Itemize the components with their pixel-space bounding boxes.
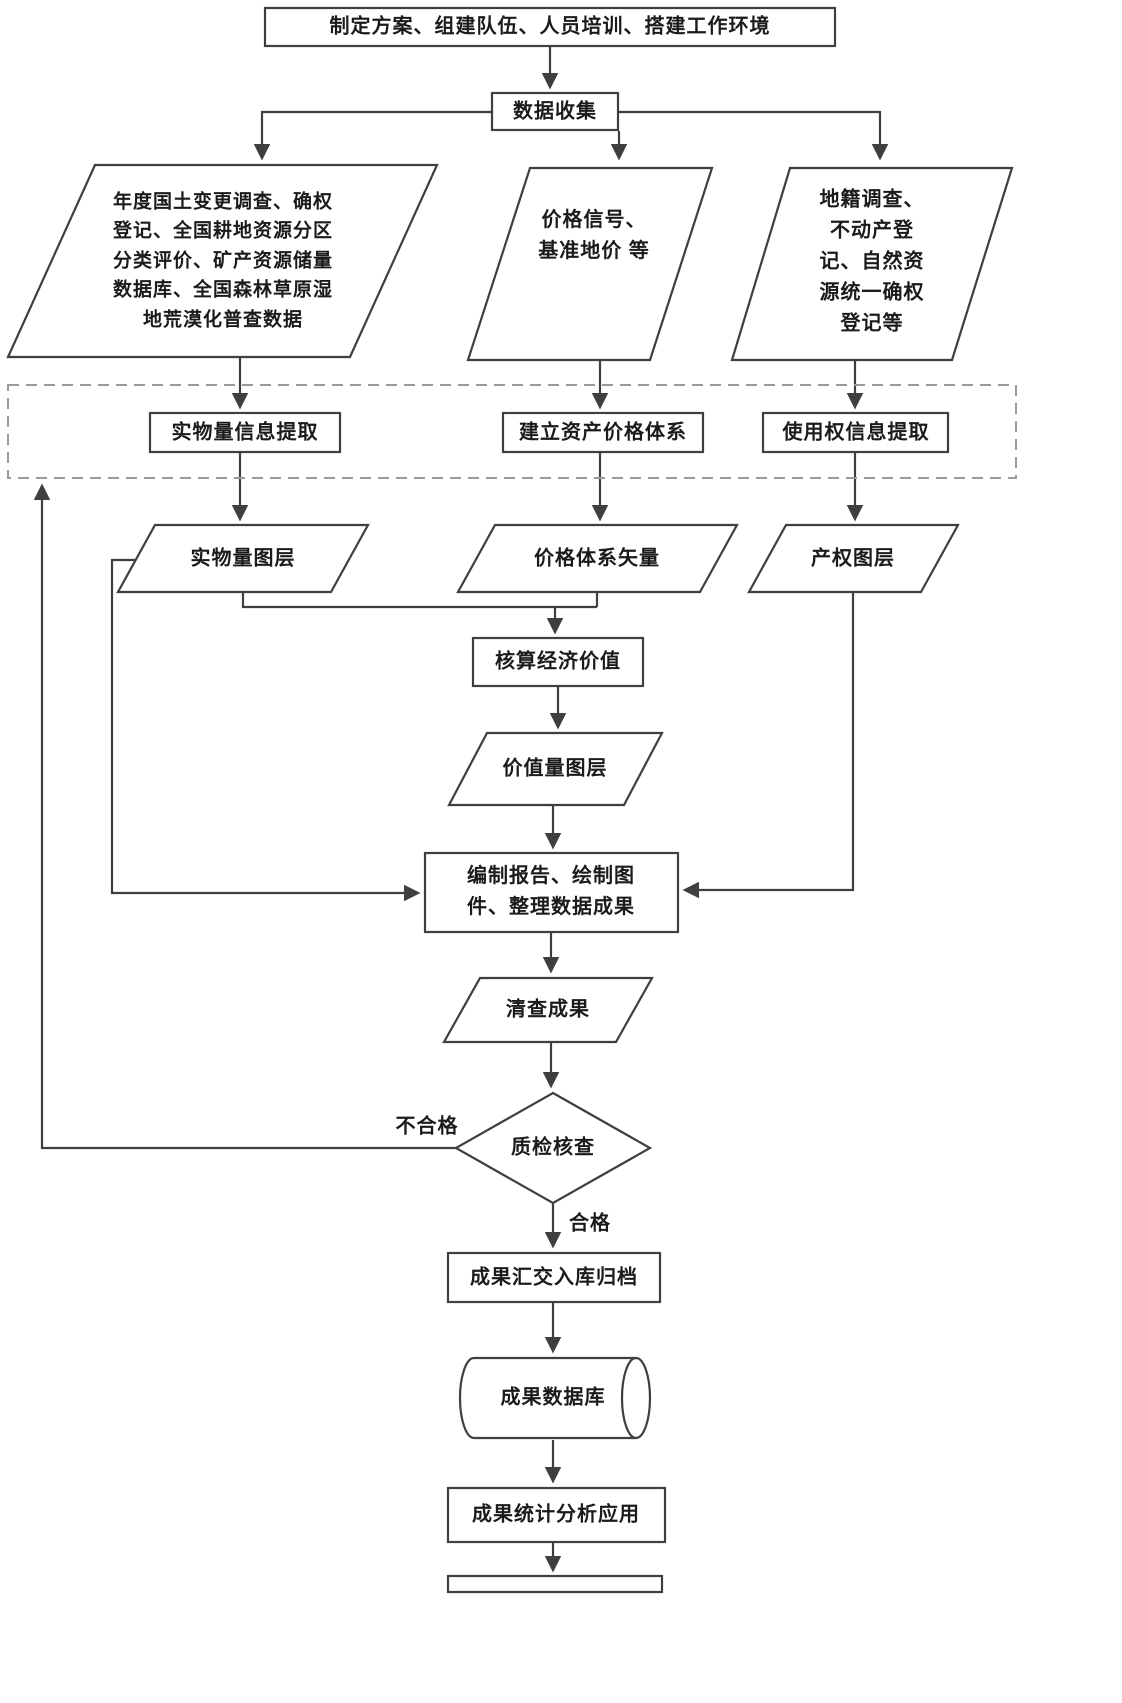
edge-layer-physical-merge [241,592,597,609]
layer-physical-parallelogram [116,523,370,594]
edge-layer-physical-to-report [110,558,421,902]
database-label: 成果数据库 [500,1386,606,1409]
inventory-parallelogram [442,976,654,1044]
edge-qc-fail-loop [33,483,456,1150]
layer-value-parallelogram [447,731,664,807]
report-label: 编制报告、绘制图 件、整理数据成果 [467,865,635,918]
layer-rights-parallelogram [747,523,960,594]
extract-physical-box [148,411,342,454]
price-vector-parallelogram [456,523,739,594]
edge-collection-to-source-left [253,110,492,161]
source-mid-parallelogram [466,166,714,362]
calc-value-label: 核算经济价值 [495,650,621,673]
qc-label: 质检核查 [511,1136,595,1159]
data-collection-box [490,91,620,132]
qc-pass-edge-label: 合格 [569,1212,611,1235]
edge-layer-rights-to-report [682,592,855,899]
source-right-parallelogram [730,166,1014,362]
layer-value-label: 价值量图层 [502,757,608,780]
source-mid-label: 价格信号、 基准地价 等 [538,209,650,262]
layer-physical-label: 实物量图层 [190,547,296,570]
report-box [423,851,680,934]
archive-label: 成果汇交入库归档 [470,1266,638,1289]
extract-rights-label: 使用权信息提取 [782,421,930,444]
qc-diamond [453,1091,653,1205]
dashed-process-band [7,384,1017,479]
calc-value-box [471,636,645,688]
data-collection-label: 数据收集 [513,100,597,123]
price-vector-label: 价格体系矢量 [534,547,660,570]
analysis-label: 成果统计分析应用 [472,1503,640,1526]
build-price-label: 建立资产价格体系 [519,421,687,444]
source-left-parallelogram [6,163,439,359]
next-step-partial-box [446,1574,664,1594]
build-price-box [501,411,705,454]
qc-fail-edge-label: 不合格 [395,1115,459,1138]
extract-rights-box [761,411,950,454]
source-left-label: 年度国土变更调查、确权 登记、全国耕地资源分区 分类评价、矿产资源储量 数据库、… [112,191,334,331]
plan-label: 制定方案、组建队伍、人员培训、搭建工作环境 [329,15,771,38]
extract-physical-label: 实物量信息提取 [171,421,319,444]
archive-box [446,1251,662,1304]
layer-rights-label: 产权图层 [811,547,895,570]
inventory-label: 清查成果 [506,998,590,1021]
plan-box [263,6,837,48]
source-right-label: 地籍调查、 不动产登 记、自然资 源统一确权 登记等 [819,188,925,335]
edge-collection-to-source-right [618,110,889,161]
analysis-box [446,1486,667,1544]
database-cylinder-cap [620,1356,637,1440]
